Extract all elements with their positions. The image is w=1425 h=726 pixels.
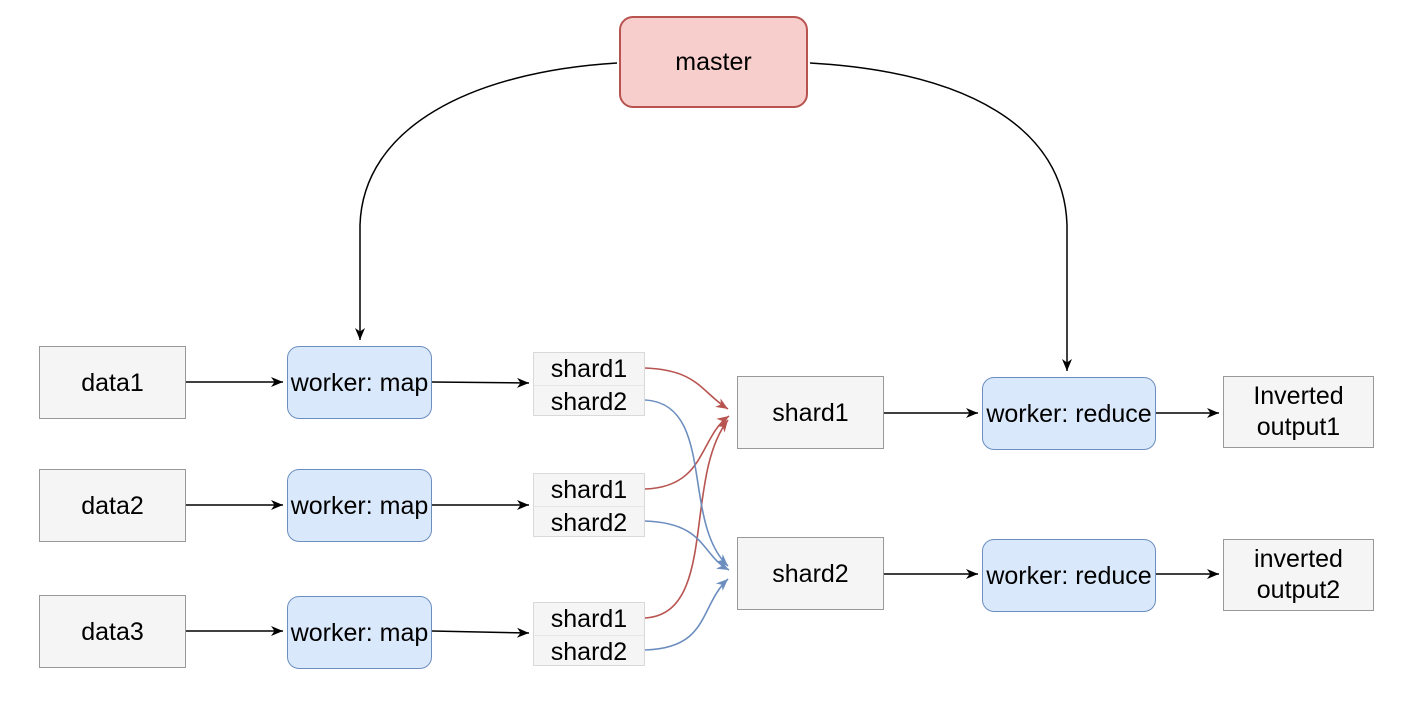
shard-list-3-row-shard2: shard2 [534, 635, 644, 668]
data1-label: data1 [81, 368, 144, 397]
edge-list1-shard1-to-merged1 [644, 367, 729, 410]
worker-reduce-2-label: worker: reduce [986, 561, 1152, 590]
merged-shard1-label: shard1 [772, 398, 849, 427]
worker-map-1-label: worker: map [290, 368, 429, 397]
node-shard-list-3: shard1 shard2 [533, 602, 645, 666]
worker-reduce-1-label: worker: reduce [986, 399, 1152, 428]
node-data1: data1 [39, 346, 186, 419]
worker-map-3-label: worker: map [290, 618, 429, 647]
edge-list1-shard2-to-merged2 [644, 399, 729, 567]
node-master: master [619, 16, 808, 108]
edge-map3-to-list3 [431, 627, 530, 638]
shard-list-2-row-shard2: shard2 [534, 506, 644, 539]
node-shard-list-2: shard1 shard2 [533, 473, 645, 537]
edge-master-to-reduce1 [809, 62, 1072, 371]
node-worker-map-2: worker: map [287, 469, 432, 542]
node-shard-list-1: shard1 shard2 [533, 352, 645, 416]
node-data2: data2 [39, 469, 186, 542]
output2-line2: output2 [1256, 576, 1341, 604]
edge-list2-shard1-to-merged1 [644, 415, 730, 490]
edge-map1-to-list1 [431, 377, 530, 388]
shard-list-1-row-shard1: shard1 [550, 355, 628, 383]
node-worker-map-3: worker: map [287, 596, 432, 669]
node-worker-reduce-2: worker: reduce [982, 539, 1156, 612]
output2-line1: inverted [1254, 545, 1343, 573]
master-label: master [675, 48, 752, 76]
merged-shard2-label: shard2 [772, 559, 849, 588]
output1-line1: Inverted [1253, 382, 1344, 410]
data3-label: data3 [81, 617, 144, 646]
edge-list3-shard1-to-merged1 [644, 419, 729, 619]
shard-list-1-row-shard2: shard2 [534, 385, 644, 418]
node-output-1: Inverted output1 [1223, 376, 1374, 448]
node-worker-reduce-1: worker: reduce [982, 377, 1156, 450]
shard-list-2-row-shard1: shard1 [550, 476, 628, 504]
edge-list3-shard2-to-merged2 [644, 578, 729, 651]
node-output-2: inverted output2 [1223, 539, 1374, 611]
edge-list2-shard2-to-merged2 [644, 520, 730, 571]
node-data3: data3 [39, 595, 186, 668]
node-merged-shard2: shard2 [737, 537, 884, 610]
data2-label: data2 [81, 491, 144, 520]
node-merged-shard1: shard1 [737, 376, 884, 449]
worker-map-2-label: worker: map [290, 491, 429, 520]
shard-list-3-row-shard1: shard1 [550, 605, 628, 633]
edge-master-to-map1 [355, 62, 618, 340]
output1-line2: output1 [1256, 413, 1341, 441]
node-worker-map-1: worker: map [287, 346, 432, 419]
